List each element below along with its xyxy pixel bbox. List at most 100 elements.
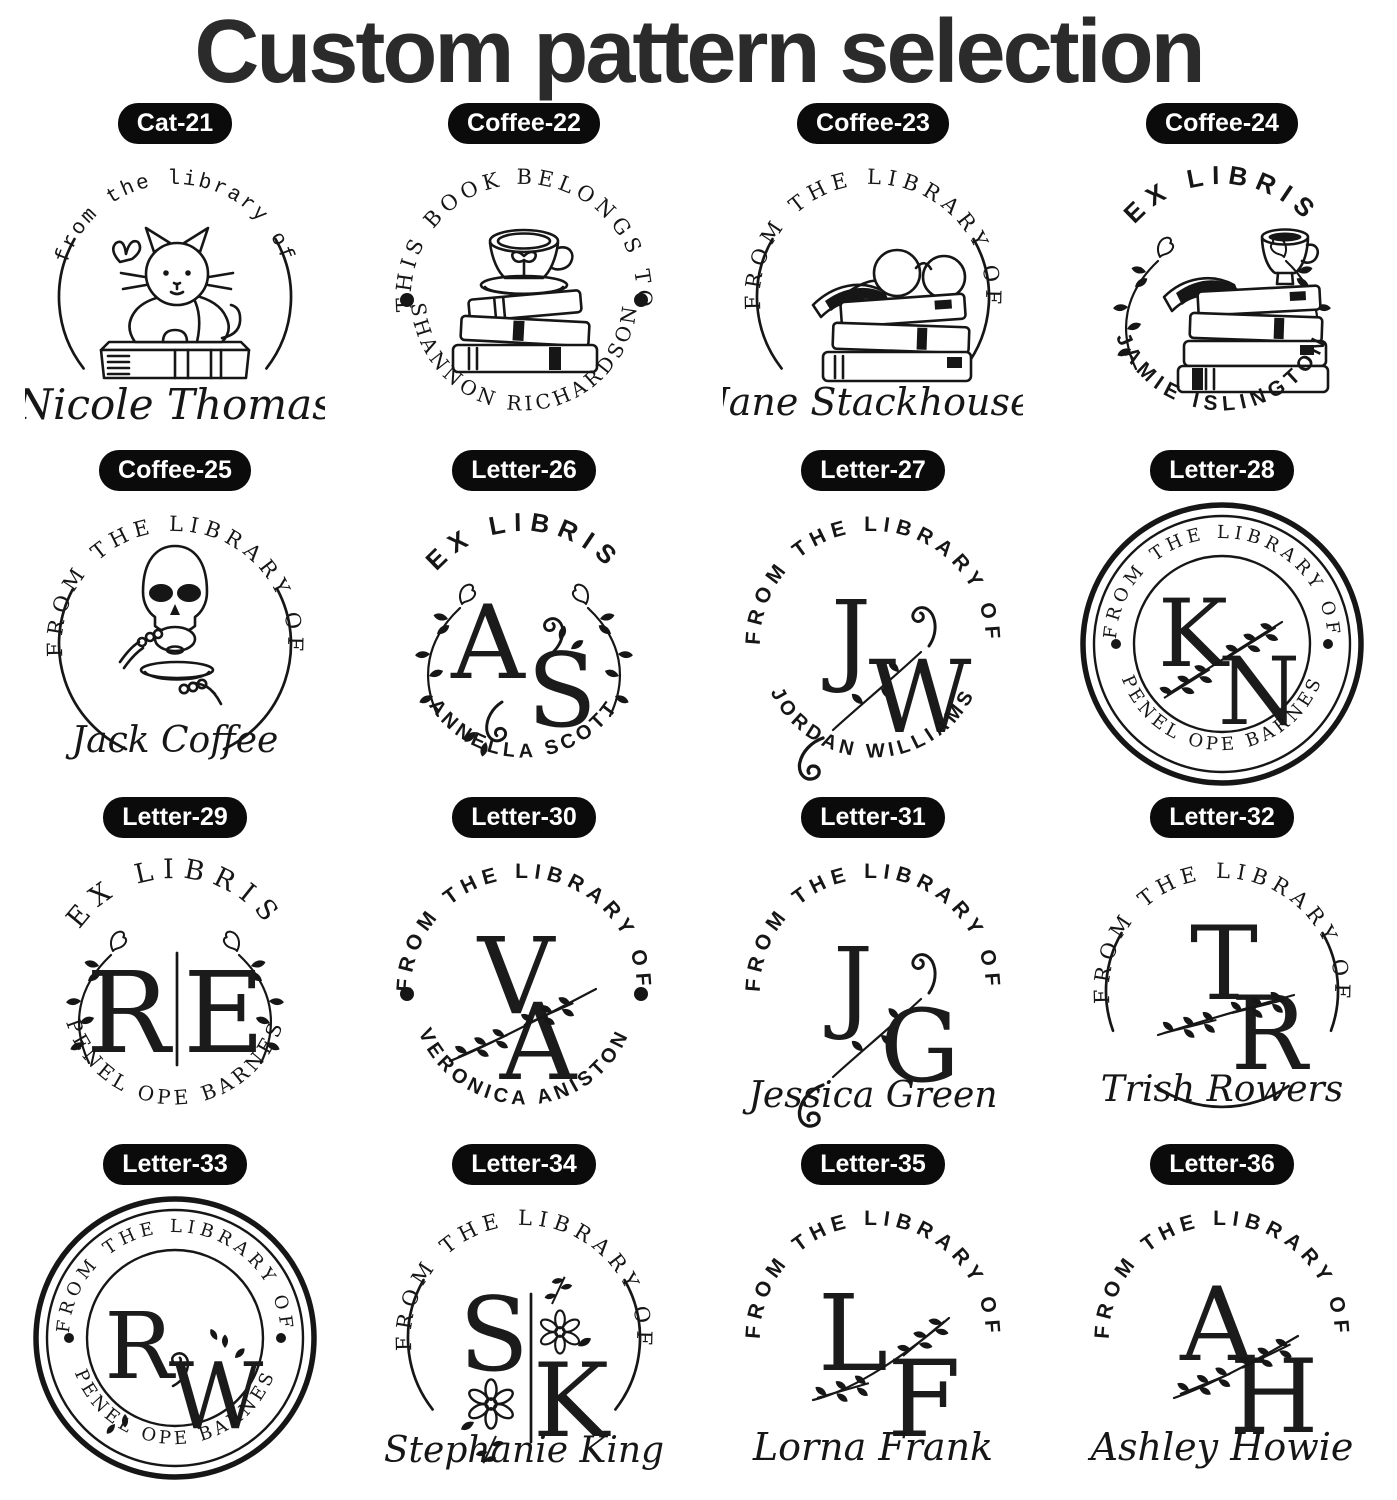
top-arc-text: FROM THE LIBRARY OF xyxy=(742,513,1005,645)
monogram-lf: LF xyxy=(813,1272,961,1461)
pattern-badge-coffee-25: Coffee-25 xyxy=(99,450,251,492)
pattern-badge-label: Letter-32 xyxy=(1169,803,1275,832)
right-circle-arc xyxy=(222,588,293,751)
pattern-badge-letter-26: Letter-26 xyxy=(452,450,596,492)
monogram-letter-1: T xyxy=(1190,905,1258,1024)
pattern-badge-coffee-23: Coffee-23 xyxy=(797,103,949,145)
right-paren-arc xyxy=(614,1278,642,1411)
monogram-kn: KN xyxy=(1156,580,1300,747)
monogram-jw: JW xyxy=(792,579,972,783)
left-paren-arc xyxy=(406,1278,434,1411)
bottom-circle-arc xyxy=(1154,1084,1290,1109)
pattern-badge-label: Letter-35 xyxy=(820,1150,926,1179)
pattern-badge-letter-36: Letter-36 xyxy=(1150,1144,1294,1186)
skull-coffee-art xyxy=(118,544,223,706)
pattern-badge-label: Letter-28 xyxy=(1169,456,1275,485)
pattern-badge-label: Letter-27 xyxy=(820,456,926,485)
pattern-badge-letter-28: Letter-28 xyxy=(1150,450,1294,492)
owner-name: Lorna Frank xyxy=(752,1425,993,1469)
pattern-badge-label: Letter-34 xyxy=(471,1150,577,1179)
pattern-badge-label: Letter-30 xyxy=(471,803,577,832)
pattern-badge-letter-32: Letter-32 xyxy=(1150,797,1294,839)
pattern-badge-coffee-22: Coffee-22 xyxy=(448,103,600,145)
pattern-badge-label: Coffee-24 xyxy=(1165,109,1279,138)
pattern-badge-label: Letter-29 xyxy=(122,803,228,832)
pattern-badge-letter-35: Letter-35 xyxy=(801,1144,945,1186)
top-arc-text: EX LIBRIS xyxy=(1118,160,1327,229)
seal-rings xyxy=(1080,502,1364,786)
monogram-sk: SK xyxy=(459,1272,611,1468)
pattern-badge-label: Coffee-25 xyxy=(118,456,232,485)
pattern-badge-cat-21: Cat-21 xyxy=(117,103,233,145)
books-and-glasses-art xyxy=(811,248,973,383)
monogram-va: VA xyxy=(448,915,598,1104)
monogram-letter-1: R xyxy=(86,949,174,1079)
pattern-badge-letter-33: Letter-33 xyxy=(103,1144,247,1186)
top-arc-text: THIS BOOK BELONGS TO xyxy=(392,165,657,313)
monogram-letter-1: J xyxy=(822,579,871,696)
left-paren-arc xyxy=(1104,931,1123,1033)
owner-name: Nicole Thomas xyxy=(25,380,325,429)
left-paren-arc xyxy=(57,237,85,370)
monogram-tr: TR xyxy=(1156,905,1311,1094)
pattern-badge-letter-34: Letter-34 xyxy=(452,1144,596,1186)
pattern-badge-letter-31: Letter-31 xyxy=(801,797,945,839)
right-dot xyxy=(634,293,648,308)
owner-name: Trish Rowers xyxy=(1101,1069,1343,1110)
owner-name: Ashley Howie xyxy=(1088,1425,1354,1469)
monogram-letter-1: R xyxy=(104,1293,176,1400)
monogram-letter-2: K xyxy=(533,1342,611,1461)
books-and-coffee-art xyxy=(1162,228,1330,394)
pattern-badge-label: Letter-36 xyxy=(1169,1150,1275,1179)
left-dot xyxy=(400,987,414,1002)
pattern-badge-label: Letter-33 xyxy=(122,1150,228,1179)
books-and-teacup-art xyxy=(451,228,599,374)
monogram-letter-2: E xyxy=(183,949,265,1079)
monogram-letter-2: S xyxy=(527,632,597,751)
right-paren-arc xyxy=(963,237,991,370)
right-paren-arc xyxy=(1321,931,1340,1033)
monogram-rw: RW xyxy=(104,1293,263,1450)
pattern-badge-letter-27: Letter-27 xyxy=(801,450,945,492)
pattern-badge-label: Coffee-22 xyxy=(467,109,581,138)
pattern-badge-label: Cat-21 xyxy=(136,109,214,138)
monogram-letter-1: L xyxy=(818,1272,888,1395)
butterfly-icon xyxy=(111,240,142,264)
monogram-letter-2: F xyxy=(887,1338,961,1461)
monogram-letter-2: G xyxy=(880,988,960,1105)
top-arc-text: EX LIBRIS xyxy=(61,854,290,934)
monogram-letter-1: K xyxy=(1158,580,1230,689)
